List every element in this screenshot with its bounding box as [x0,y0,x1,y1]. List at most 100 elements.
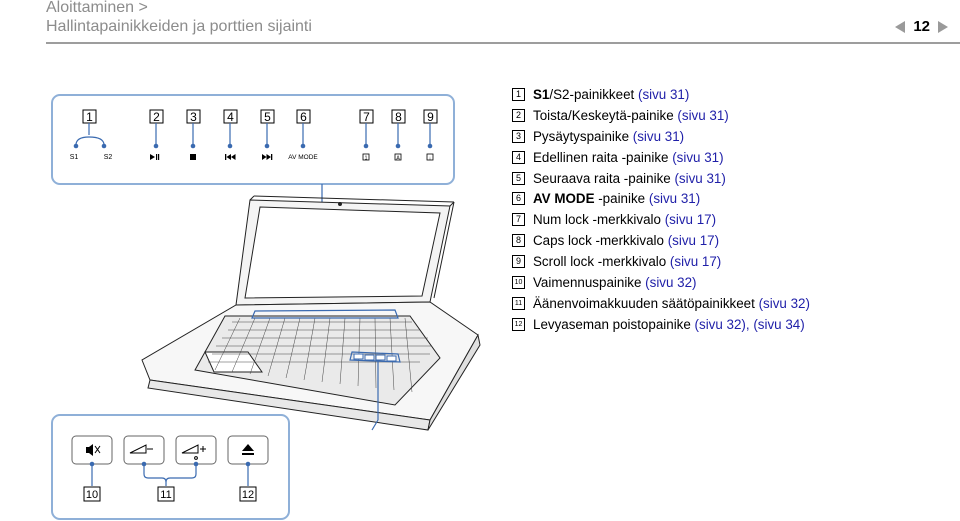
legend-item-4: 4 Edellinen raita -painike (sivu 31) [512,147,952,168]
previous-track-icon [225,154,236,160]
legend-label: Edellinen raita -painike [533,149,669,165]
callout-11: 11 [157,486,175,502]
breadcrumb[interactable]: Aloittaminen > [46,0,148,16]
page-ref-link[interactable]: (sivu 31) [637,86,690,102]
legend-item-6: 6 AV MODE -painike (sivu 31) [512,188,952,209]
legend-number: 12 [512,317,525,331]
callout-10: 10 [83,486,101,502]
legend-item-12: 12 Levyaseman poistopainike (sivu 32), (… [512,314,952,335]
legend-bold-label: AV MODE [533,191,595,207]
legend-number: 6 [512,192,525,206]
svg-text:A: A [396,155,400,161]
page-number: 12 [913,18,930,35]
bottom-panel-frame [51,414,290,520]
legend-item-2: 2 Toista/Keskeytä-painike (sivu 31) [512,105,952,126]
volume-down-icon [129,444,153,454]
legend-number: 3 [512,129,525,143]
legend-label: Caps lock -merkkivalo [533,233,664,249]
legend-item-10: 10 Vaimennuspainike (sivu 32) [512,272,952,293]
page-ref-link[interactable]: (sivu 17) [669,254,722,270]
eject-icon [242,444,254,455]
svg-text:↓: ↓ [429,155,432,161]
legend-item-3: 3 Pysäytyspainike (sivu 31) [512,126,952,147]
callout-2-label: 2 [153,110,160,124]
legend-label: Num lock -merkkivalo [533,212,661,228]
page-ref-link[interactable]: (sivu 32) [758,295,810,311]
callout-7-label: 7 [363,110,370,124]
legend-label: Levyaseman poistopainike [533,316,691,332]
mute-icon [86,444,101,456]
callout-3: 3 [186,109,201,124]
callout-legend: 1 S1 /S2-painikkeet (sivu 31) 2 Toista/K… [512,84,952,335]
legend-item-9: 9 Scroll lock -merkkivalo (sivu 17) [512,251,952,272]
volume-down-button [123,435,165,465]
page-ref-link[interactable]: (sivu 31) [677,107,729,123]
legend-label: Pysäytyspainike [533,128,630,144]
callout-6-label: 6 [300,110,307,124]
legend-item-1: 1 S1 /S2-painikkeet (sivu 31) [512,84,952,105]
callout-3-label: 3 [190,110,197,124]
callout-1: 1 [82,109,97,124]
header-divider [46,42,960,44]
page-ref-link[interactable]: (sivu 31) [648,191,701,207]
legend-item-11: 11 Äänenvoimakkuuden säätöpainikkeet (si… [512,293,952,314]
pager: 12 [895,18,948,35]
play-pause-icon [150,154,160,160]
legend-number: 2 [512,108,525,122]
callout-4: 4 [223,109,238,124]
legend-label: Äänenvoimakkuuden säätöpainikkeet [533,295,755,311]
callout-8-label: 8 [395,110,402,124]
stop-icon [190,154,196,160]
callout-9-label: 9 [427,110,434,124]
callout-8: 8 [391,109,406,124]
page-ref-link[interactable]: (sivu 31) [672,149,724,165]
next-page-arrow-icon[interactable] [938,20,948,33]
callout-12-label: 12 [242,489,254,501]
page-ref-link[interactable]: (sivu 17) [667,233,720,249]
legend-label: Seuraava raita -painike [533,170,671,186]
page-ref-link[interactable]: (sivu 31) [674,170,726,186]
legend-label: Scroll lock -merkkivalo [533,254,667,270]
av-mode-label: AV MODE [288,154,318,161]
legend-number: 5 [512,171,525,185]
callout-11-label: 11 [160,489,171,501]
legend-number: 8 [512,234,525,248]
laptop [141,195,481,431]
legend-number: 4 [512,150,525,164]
page-ref-link[interactable]: (sivu 32) [645,274,697,290]
callout-10-label: 10 [86,489,98,501]
callout-4-label: 4 [227,110,234,124]
callout-9: 9 [423,109,438,124]
s1-label: S1 [70,154,79,161]
page-title: Hallintapainikkeiden ja porttien sijaint… [46,18,312,35]
legend-number: 11 [512,296,525,310]
legend-label: Vaimennuspainike [533,274,642,290]
legend-number: 9 [512,255,525,269]
page-ref-link[interactable]: (sivu 31) [632,128,685,144]
callout-6: 6 [296,109,311,124]
page-ref-link[interactable]: (sivu 17) [664,212,717,228]
media-keys [353,353,397,362]
legend-number: 1 [512,87,525,101]
legend-number: 7 [512,213,525,227]
callout-1-label: 1 [86,110,93,124]
legend-item-8: 8 Caps lock -merkkivalo (sivu 17) [512,230,952,251]
svg-text:1: 1 [365,155,368,161]
next-track-icon [262,154,273,160]
legend-bold-label: S1 [533,86,550,102]
caps-lock-icon [394,153,402,161]
legend-number: 10 [512,275,525,289]
previous-page-arrow-icon[interactable] [895,20,906,33]
button-strip-highlight [251,309,399,319]
scroll-lock-icon [426,153,434,161]
callout-2: 2 [149,109,164,124]
media-button-highlight [349,351,401,363]
page-ref-link[interactable]: (sivu 32), (sivu 34) [694,316,805,332]
callout-5-label: 5 [264,110,271,124]
legend-item-7: 7 Num lock -merkkivalo (sivu 17) [512,209,952,230]
volume-up-icon [181,444,206,460]
callout-5: 5 [260,109,275,124]
legend-item-5: 5 Seuraava raita -painike (sivu 31) [512,168,952,189]
legend-label: -painike [594,191,646,207]
